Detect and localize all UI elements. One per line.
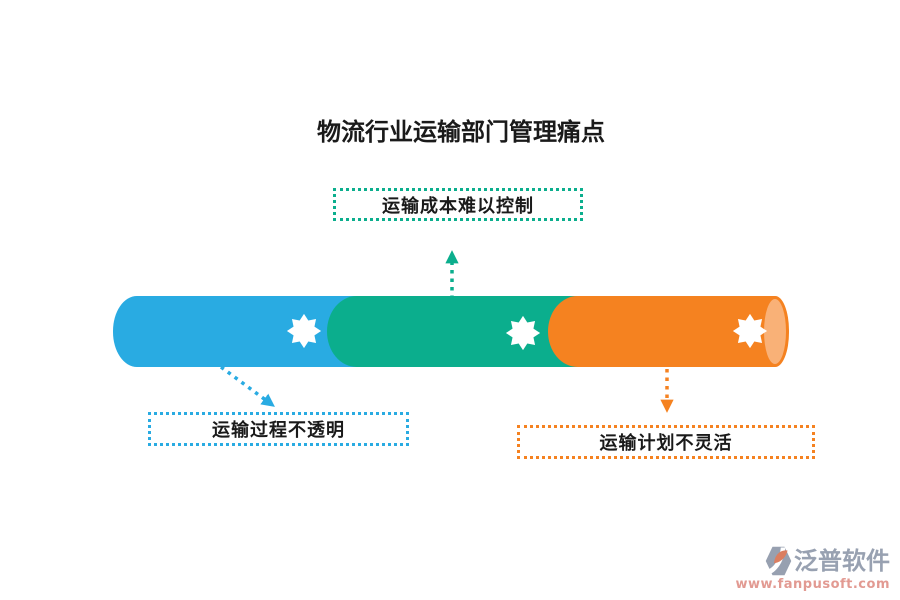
star-icon [286,313,322,349]
pipeline-segment-process [113,296,363,367]
callout-cost: 运输成本难以控制 [333,188,583,221]
callout-cost-label: 运输成本难以控制 [382,195,534,217]
callout-process: 运输过程不透明 [148,412,409,446]
page-title: 物流行业运输部门管理痛点 [317,118,605,146]
brand-url: www.fanpusoft.com [735,577,890,592]
callout-plan-label: 运输计划不灵活 [599,433,733,454]
arrow-process [219,365,275,407]
watermark: 泛普软件 www.fanpusoft.com [735,546,890,592]
callout-plan: 运输计划不灵活 [517,425,815,459]
fanpu-logo-icon [765,546,792,576]
brand-name: 泛普软件 [794,546,890,575]
pipeline-segment-cost [327,296,582,367]
callout-process-label: 运输过程不透明 [212,420,345,441]
star-icon [732,313,768,349]
star-icon [505,315,541,351]
cylinder-end-cap [764,299,786,364]
